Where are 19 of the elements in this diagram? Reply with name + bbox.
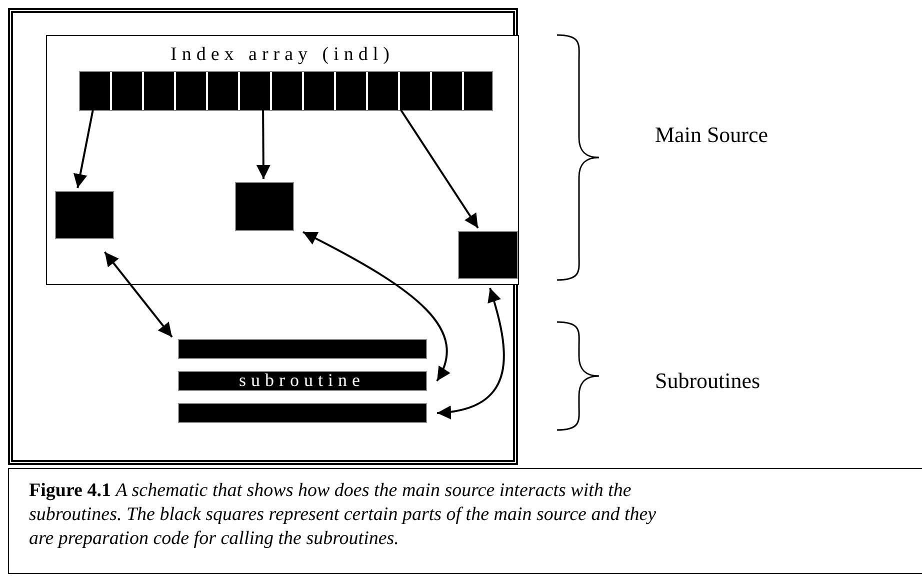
arrow bbox=[104, 251, 173, 338]
arrow bbox=[73, 110, 94, 188]
figure-caption: Figure 4.1 A schematic that shows how does the main source interacts with the subroutines. The black squares represent certain parts of the main source and they are preparation code for calling the subroutines. bbox=[29, 479, 658, 551]
section-label: Main Source bbox=[655, 122, 768, 148]
section-label: Subroutines bbox=[655, 368, 760, 394]
section-heading: Index array (indl) bbox=[170, 44, 396, 66]
arrow bbox=[400, 109, 479, 229]
subroutine-bar bbox=[178, 371, 427, 391]
index-array bbox=[79, 71, 493, 111]
code-block bbox=[235, 182, 294, 231]
code-block bbox=[55, 191, 114, 239]
arrow bbox=[302, 231, 450, 382]
main-source-box bbox=[46, 35, 519, 285]
subroutine-bar bbox=[178, 339, 427, 359]
arrow bbox=[256, 110, 270, 179]
bar-label: subroutine bbox=[239, 370, 365, 391]
arrow bbox=[436, 288, 505, 419]
subroutine-bar bbox=[178, 403, 427, 423]
code-block bbox=[458, 231, 518, 279]
